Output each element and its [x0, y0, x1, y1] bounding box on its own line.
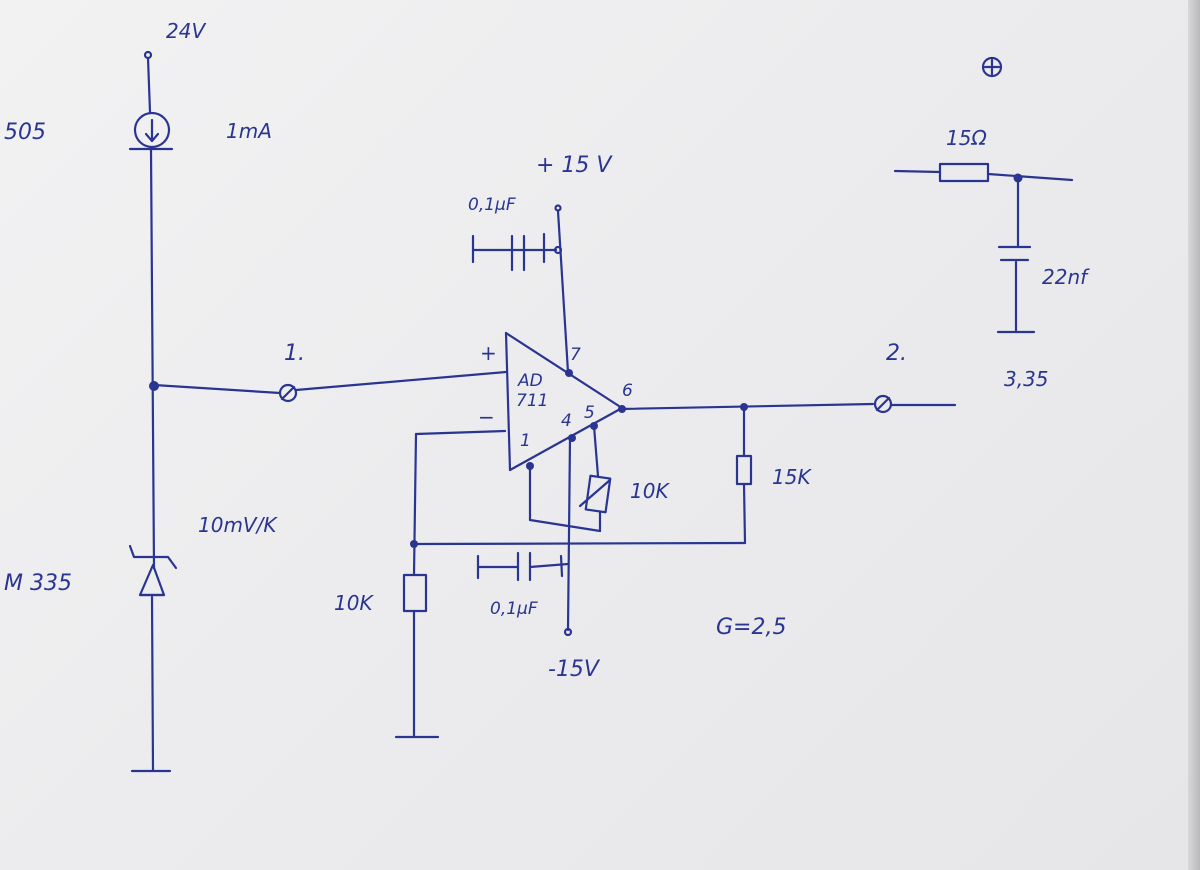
label-filter-r: 15Ω [946, 126, 987, 150]
label-node-1: 1. [284, 341, 305, 366]
current-source-symbol [128, 111, 174, 151]
wire-node-1-to-opamp [294, 370, 508, 392]
label-cap-bottom: 0,1μF [490, 599, 538, 619]
wire-to-node-1 [152, 383, 282, 395]
label-current-1ma: 1mA [226, 119, 272, 143]
label-plus-15v: + 15 V [536, 153, 613, 178]
positive-supply [471, 204, 573, 377]
offset-trim [526, 422, 612, 533]
wire-sensor-ground [150, 595, 155, 772]
rc-filter [893, 56, 1074, 334]
label-pin-6: 6 [622, 381, 633, 401]
output-network [410, 394, 957, 548]
label-res-10k: 10K [334, 591, 374, 615]
paper-edge-shadow [1188, 0, 1200, 870]
label-pin-4: 4 [561, 411, 572, 431]
wire-24v-down [146, 56, 152, 114]
label-trim-10k: 10K [630, 479, 670, 503]
zener-sensor-symbol [128, 544, 178, 597]
label-pin-5: 5 [584, 403, 595, 423]
label-sensor-part: M 335 [4, 571, 72, 596]
trimmer-10k [584, 474, 612, 514]
negative-supply [476, 436, 573, 637]
label-pin-1: 1 [520, 431, 531, 451]
resistor-10k-ground [402, 573, 428, 613]
label-sensitivity: 10mV/K [198, 513, 278, 537]
inverting-input [394, 429, 507, 739]
resistor-15-ohm [938, 162, 990, 183]
label-minus-15v: -15V [548, 657, 601, 682]
wire-main-vertical [149, 148, 156, 570]
label-pin-minus: − [478, 405, 495, 429]
label-supply-24v: 24V [166, 19, 206, 43]
label-opamp-line2: 711 [516, 391, 548, 411]
sensor-branch [128, 50, 508, 773]
label-filter-c: 22nf [1042, 265, 1090, 289]
plus-terminal [981, 56, 1003, 78]
label-node-2: 2. [886, 341, 907, 366]
label-value-335: 3,35 [1004, 367, 1049, 391]
label-pin-7: 7 [570, 345, 581, 365]
test-point-2 [873, 394, 893, 414]
label-part-505: 505 [4, 120, 46, 145]
label-pin-plus: + [480, 341, 497, 365]
label-cap-top: 0,1μF [468, 195, 516, 215]
label-res-15k: 15K [772, 465, 812, 489]
label-opamp-line1: AD [517, 371, 543, 391]
resistor-15k [735, 454, 753, 486]
label-gain: G=2,5 [716, 615, 786, 640]
test-point-1 [278, 383, 298, 403]
opamp-symbol [504, 331, 624, 472]
